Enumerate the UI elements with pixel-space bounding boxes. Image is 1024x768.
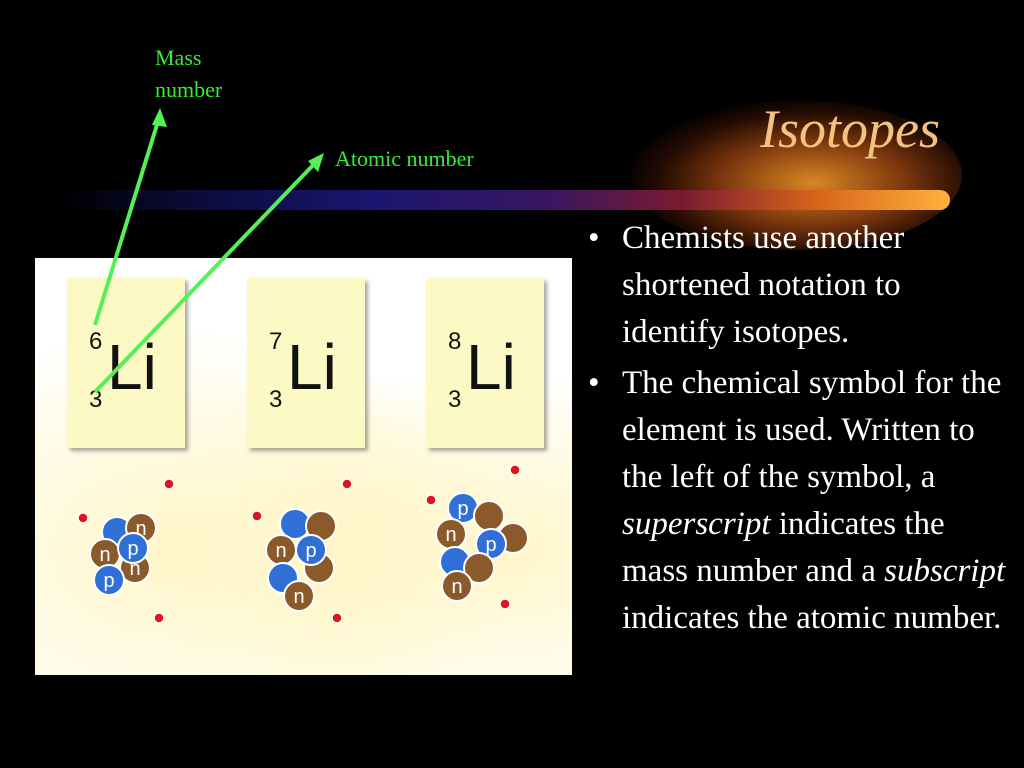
atomic-number-arrow xyxy=(93,158,320,394)
isotope-card-li6: 6 3 Li xyxy=(67,278,185,448)
element-symbol: Li xyxy=(287,331,337,403)
atomic-number: 3 xyxy=(448,386,462,413)
bullet-text: Chemists use another shortened notation … xyxy=(622,220,905,350)
particle-label: n xyxy=(275,540,286,562)
particle-label: p xyxy=(103,570,114,592)
mass-number-label: Mass number xyxy=(155,42,222,106)
mass-number: 8 xyxy=(448,328,462,355)
mass-number-label-line2: number xyxy=(155,77,223,102)
particle-label: n xyxy=(445,524,456,546)
mass-number: 6 xyxy=(89,328,103,355)
electron-icon xyxy=(251,510,263,522)
proton-icon xyxy=(295,534,327,566)
bullet-item: • The chemical symbol for the element is… xyxy=(578,360,1008,642)
bullet-text: indicates the atomic number. xyxy=(622,600,1002,636)
particle-label: p xyxy=(457,498,468,520)
proton-icon xyxy=(93,564,125,596)
neutron-icon xyxy=(463,552,495,584)
particle-label: p xyxy=(127,538,138,560)
mass-number-label-line1: Mass xyxy=(155,45,202,70)
isotope-image-panel: 6 3 Li 7 3 Li 8 3 Li n n n p xyxy=(35,258,572,675)
isotope-card-li8: 8 3 Li xyxy=(426,278,544,448)
li7-atom-illustration: n p n xyxy=(251,478,353,624)
bullet-list: • Chemists use another shortened notatio… xyxy=(578,215,1008,646)
mass-number: 7 xyxy=(269,328,283,355)
particle-label: p xyxy=(305,540,316,562)
bullet-emphasis: superscript xyxy=(622,506,771,542)
title-glow xyxy=(632,100,962,250)
electron-icon xyxy=(425,494,437,506)
particle-label: n xyxy=(293,586,304,608)
li8-atom-illustration: p n p n xyxy=(425,464,529,610)
electron-icon xyxy=(499,598,511,610)
particle-label: n xyxy=(135,518,146,540)
neutron-icon xyxy=(283,580,315,612)
electron-icon xyxy=(163,478,175,490)
slide-title: Isotopes xyxy=(760,99,940,159)
atomic-number-label: Atomic number xyxy=(335,146,474,171)
electron-icon xyxy=(153,612,165,624)
particle-label: n xyxy=(129,558,140,580)
particle-label: n xyxy=(99,544,110,566)
arrowhead-icon xyxy=(152,108,167,127)
bullet-marker: • xyxy=(588,365,600,401)
electron-icon xyxy=(331,612,343,624)
mass-number-arrow xyxy=(93,114,162,326)
particle-label: n xyxy=(451,576,462,598)
li6-atom-illustration: n n n p p xyxy=(77,478,175,624)
arrowhead-icon xyxy=(308,153,324,172)
atomic-number: 3 xyxy=(89,386,103,413)
neutron-icon xyxy=(441,570,473,602)
bullet-text: indicates the mass number and a xyxy=(622,506,945,589)
bullet-item: • Chemists use another shortened notatio… xyxy=(578,215,1008,356)
proton-icon xyxy=(117,532,149,564)
particle-label: p xyxy=(485,534,496,556)
electron-icon xyxy=(509,464,521,476)
atomic-number: 3 xyxy=(269,386,283,413)
electron-icon xyxy=(341,478,353,490)
element-symbol: Li xyxy=(107,331,157,403)
electron-icon xyxy=(77,512,89,524)
element-symbol: Li xyxy=(466,331,516,403)
bullet-text: The chemical symbol for the element is u… xyxy=(622,365,1002,495)
bullet-marker: • xyxy=(588,220,600,256)
isotope-card-li7: 7 3 Li xyxy=(247,278,365,448)
bullet-emphasis: subscript xyxy=(884,553,1006,589)
